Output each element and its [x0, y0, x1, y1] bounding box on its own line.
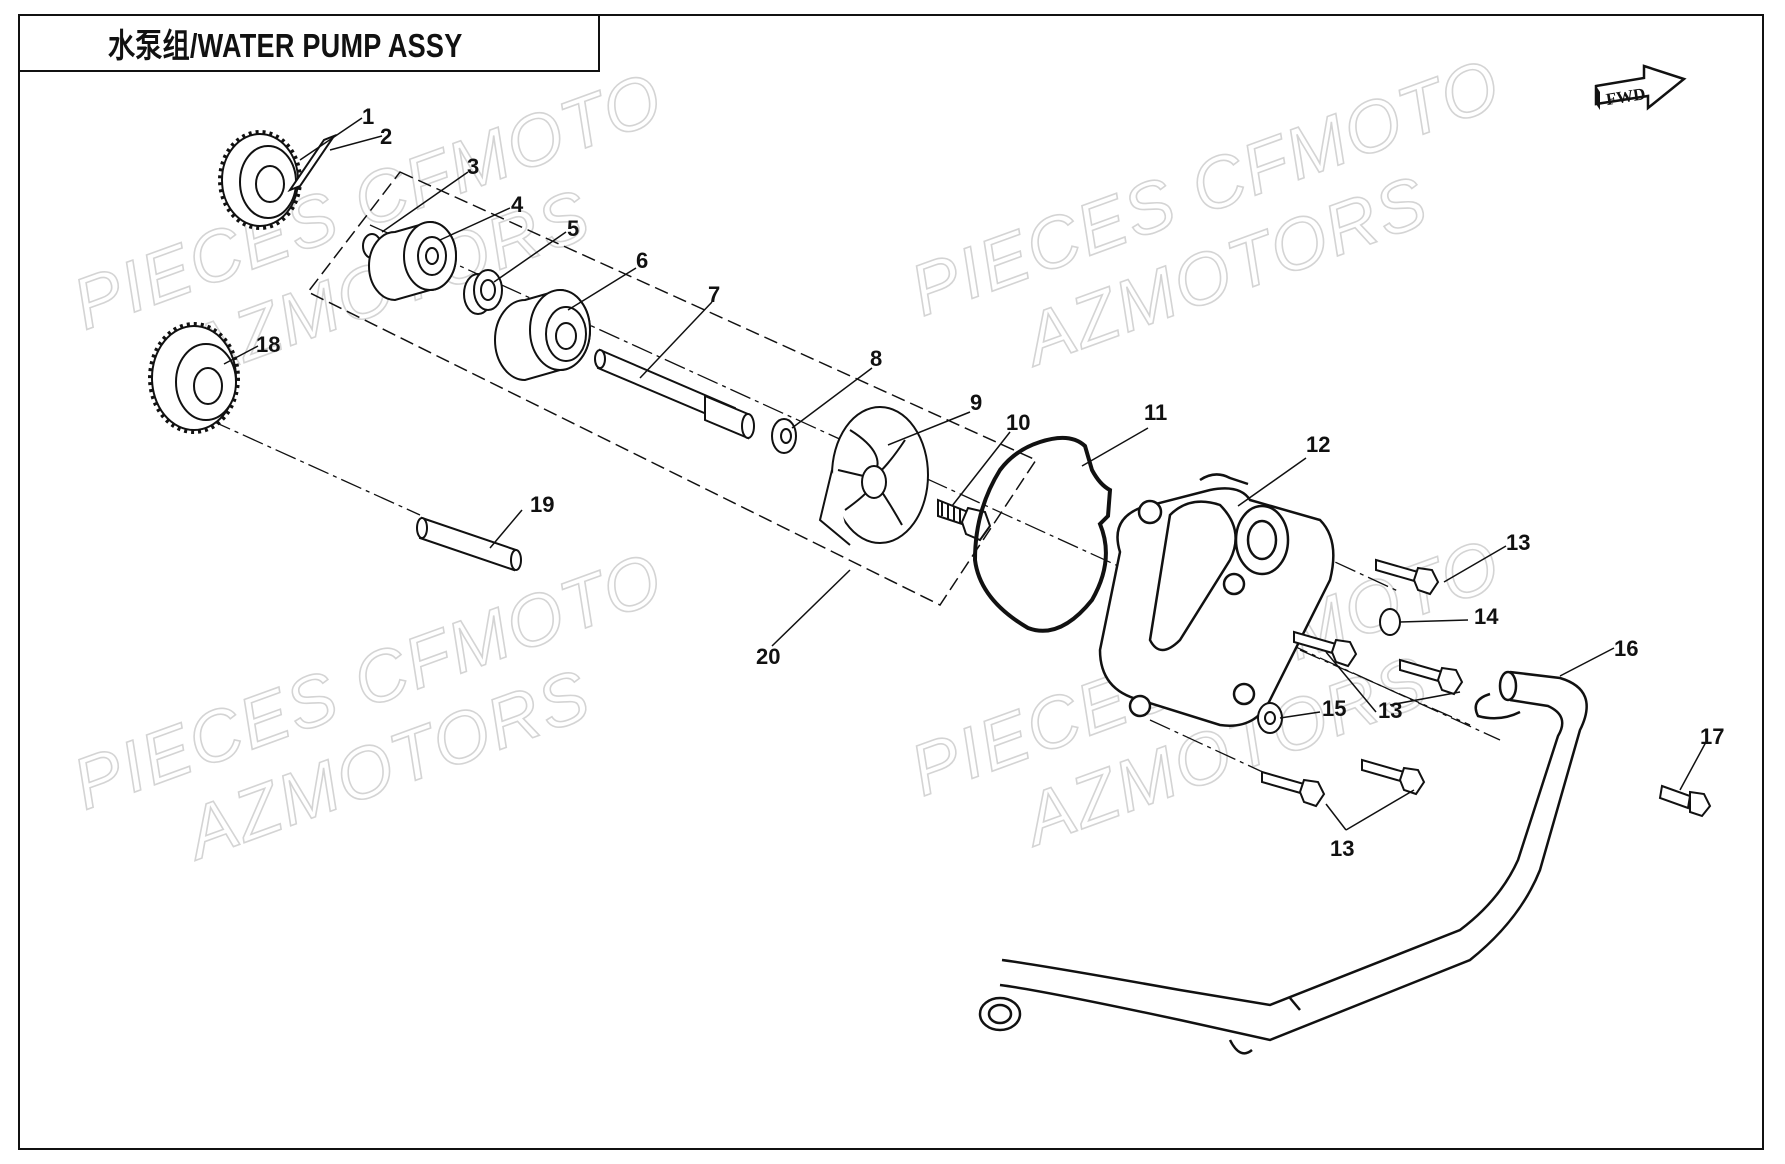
callout-6: 6 — [636, 248, 648, 273]
callout-15: 15 — [1322, 696, 1346, 721]
callout-3: 3 — [467, 154, 479, 179]
part-16-coolant-pipe — [978, 670, 1588, 1055]
part-14-o-ring — [1379, 608, 1401, 636]
part-13-bolts — [1261, 558, 1464, 808]
part-9-impeller — [818, 406, 929, 546]
callout-19: 19 — [530, 492, 554, 517]
callout-18: 18 — [256, 332, 280, 357]
callout-numbers: 1 2 3 4 5 6 7 8 9 10 11 12 13 14 13 15 1… — [256, 104, 1724, 861]
callout-14: 14 — [1474, 604, 1499, 629]
callout-17: 17 — [1700, 724, 1724, 749]
diagram-title-box: 水泵组/WATER PUMP ASSY — [18, 14, 600, 72]
drawing-frame — [18, 14, 1764, 1150]
callout-12: 12 — [1306, 432, 1330, 457]
part-15-washer — [1257, 702, 1283, 734]
part-10-bolt — [937, 498, 992, 542]
callout-10: 10 — [1006, 410, 1030, 435]
callout-13-c: 13 — [1330, 836, 1354, 861]
callout-20: 20 — [756, 644, 780, 669]
diagram-title: 水泵组/WATER PUMP ASSY — [108, 27, 463, 64]
callout-8: 8 — [870, 346, 882, 371]
part-19-idle-shaft — [416, 516, 522, 572]
callout-13-b: 13 — [1378, 698, 1402, 723]
callout-4: 4 — [511, 192, 524, 217]
callout-2: 2 — [380, 124, 392, 149]
part-2-pin — [287, 133, 337, 193]
leader-lines — [223, 117, 1707, 831]
axis-lines — [209, 224, 1501, 781]
part-5-seal — [463, 269, 503, 315]
callout-16: 16 — [1614, 636, 1638, 661]
part-11-gasket — [972, 435, 1113, 633]
callout-1: 1 — [362, 104, 374, 129]
callout-5: 5 — [567, 216, 579, 241]
part-18-idle-gear — [148, 322, 240, 434]
callout-13-a: 13 — [1506, 530, 1530, 555]
part-12-pump-cover — [1098, 473, 1335, 727]
callout-7: 7 — [708, 282, 720, 307]
callout-11: 11 — [1144, 400, 1167, 425]
callout-9: 9 — [970, 390, 982, 415]
part-7-shaft — [594, 348, 755, 440]
part-6-mechanical-seal — [494, 288, 591, 382]
part-8-washer — [771, 418, 797, 454]
fwd-arrow-icon: FWD — [1594, 64, 1687, 111]
assembly-group-outline — [306, 171, 1038, 606]
part-17-bolt — [1658, 784, 1712, 818]
